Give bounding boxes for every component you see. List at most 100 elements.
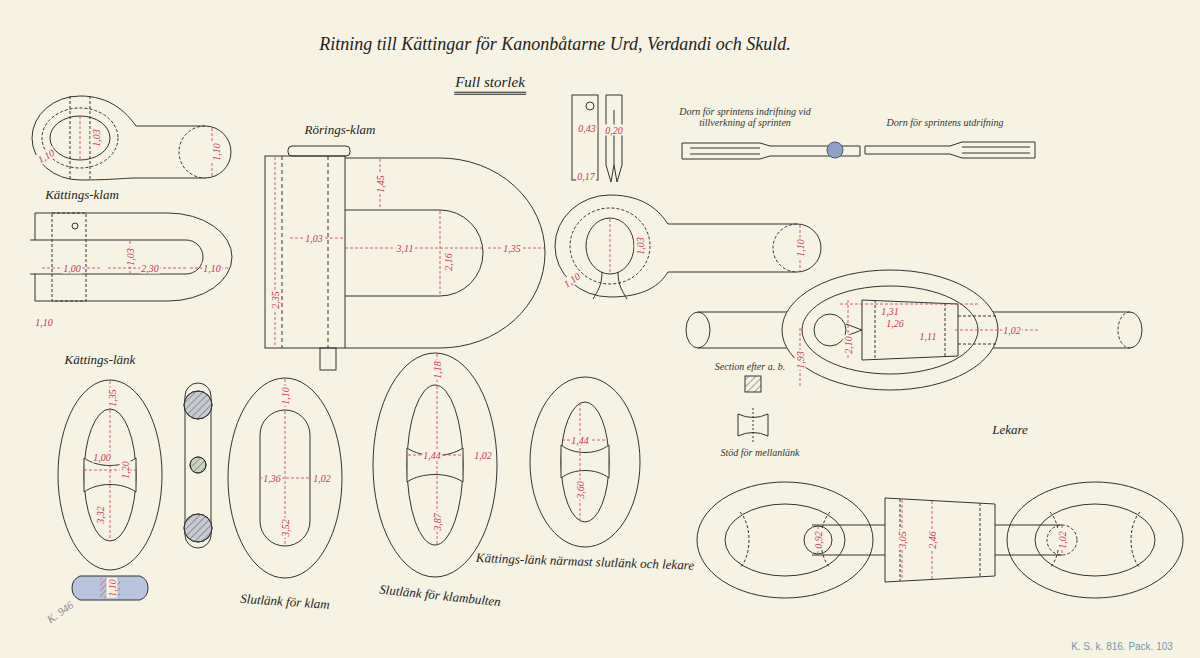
dimension-label: 1,45 (375, 174, 386, 194)
part-name: Slutlänk för klambulten (378, 582, 503, 609)
chain-link-part (184, 391, 212, 419)
dimension-label: 3,11 (396, 243, 415, 254)
dimension-label: 0,43 (577, 123, 597, 134)
part-name: Kättings-klam (44, 188, 120, 202)
swivel-bottom-part (1050, 512, 1140, 568)
drift-pins-part (962, 153, 1030, 154)
dimension-lines-part (955, 330, 1040, 331)
swivel-shackle-part (265, 156, 345, 348)
dimension-label: 3,87 (432, 512, 443, 532)
dimension-label: 1,10 (280, 386, 291, 406)
shackle-side-view-part (35, 240, 203, 274)
swivel-shackle-part (345, 210, 483, 296)
dimension-label: 2,35 (270, 290, 281, 310)
dimension-label: 1,31 (880, 306, 900, 317)
pencil-mark: K. 946 (44, 598, 77, 626)
end-link-bolt-part (407, 385, 463, 545)
detail-note: Stöd för mellanlänk (720, 447, 801, 458)
dimension-label: 2,30 (140, 263, 160, 274)
drift-pins-part (962, 147, 1030, 148)
dimension-label: 1,10 (795, 238, 806, 258)
dimension-lines-part (840, 304, 980, 305)
dimension-label: 3,52 (280, 518, 291, 538)
swivel-bottom-part (1035, 504, 1155, 576)
shackle-side-view-part (30, 240, 35, 241)
swivel-top (686, 270, 1142, 390)
archive-stamp: K. S. k. 816. Pack. 103 (1070, 641, 1174, 652)
part-name: Kättings-länk närmast slutlänk och lekar… (475, 551, 696, 573)
dimension-label: 2,16 (443, 252, 454, 272)
end-link-bolt-part (407, 448, 463, 482)
chain-link-near-part (561, 402, 609, 522)
dimension-label: 1,11 (919, 331, 938, 342)
drawing-title: Ritning till Kättingar för Kanonbåtarne … (318, 35, 792, 55)
scale-note: Full storlek (454, 74, 526, 95)
shackle-top-view-part (50, 116, 110, 160)
shackle-with-pin-part (593, 272, 602, 299)
dimension-label: 1,10 (211, 142, 222, 162)
dimension-lines-part (275, 157, 276, 347)
dimension-label: 2,46 (927, 530, 938, 550)
dimension-label: 1,03 (304, 233, 324, 244)
dimension-label: 1,03 (91, 128, 102, 148)
drift-pins-part (690, 148, 760, 149)
chain-link-near-part (561, 445, 609, 478)
swivel-bottom-part (980, 503, 981, 577)
section-detail-part (745, 376, 761, 392)
swivel-bottom-part (1007, 482, 1183, 598)
detail-note: Section efter a. b. (714, 361, 786, 372)
split-pin-part (586, 102, 594, 110)
dimension-label: 2,10 (843, 335, 854, 355)
drift-pins-part (865, 142, 1035, 158)
swivel-bottom (697, 482, 1183, 598)
dimension-label: 1,35 (107, 388, 118, 408)
chain-link-part (72, 576, 148, 600)
dimension-lines-part (610, 219, 611, 273)
chain-link (58, 380, 212, 600)
dimension-label: 1,44 (570, 435, 590, 446)
swivel-bottom-part (740, 512, 830, 568)
swivel-top-part (686, 312, 710, 348)
split-pin-part (572, 95, 598, 180)
dimension-lines-part (440, 211, 441, 295)
end-link-part (228, 378, 342, 578)
end-link-part (260, 410, 310, 546)
shackle-with-pin-part (618, 272, 627, 299)
dimension-label: 0,20 (604, 125, 624, 136)
dimension-label: 1,02 (1057, 530, 1068, 550)
shackle-with-pin-part (773, 224, 797, 272)
swivel-top-part (945, 303, 946, 357)
chain-link-part (184, 514, 212, 542)
dimension-label: 1,02 (312, 473, 332, 484)
drift-pins (682, 142, 1035, 159)
swivel-bottom-part (804, 526, 832, 554)
swivel-top-part (814, 314, 846, 346)
swivel-shackle-part (282, 156, 283, 348)
dimension-label: 1,18 (432, 360, 443, 380)
shackle-side-view (30, 213, 232, 301)
chain-link-part (190, 457, 206, 473)
shackle-with-pin-part (555, 195, 821, 297)
dimension-label: 1,00 (92, 452, 112, 463)
part-name: Kättings-länk (64, 353, 137, 367)
dimension-label: 0,17 (576, 171, 596, 182)
shackle-side-view-part (30, 274, 35, 275)
shackle-with-pin (555, 195, 821, 299)
end-link (228, 378, 342, 578)
swivel-bottom-part (995, 525, 1062, 555)
shackle-side-view-part (35, 213, 232, 301)
chain-link-part (58, 380, 162, 570)
swivel-top-part (846, 324, 862, 336)
swivel-top-part (980, 312, 1142, 348)
chain-link-part (190, 457, 206, 473)
split-pin (572, 95, 622, 182)
swivel-top-part (875, 300, 876, 360)
drift-pins-part (682, 143, 860, 159)
chain-link-part (185, 383, 211, 548)
shackle-top-view (32, 96, 231, 180)
dimension-label: 1,10 (561, 270, 583, 290)
dimension-label: 1,44 (422, 450, 442, 461)
swivel-bottom-part (885, 498, 995, 582)
shackle-side-view-part (52, 213, 86, 301)
